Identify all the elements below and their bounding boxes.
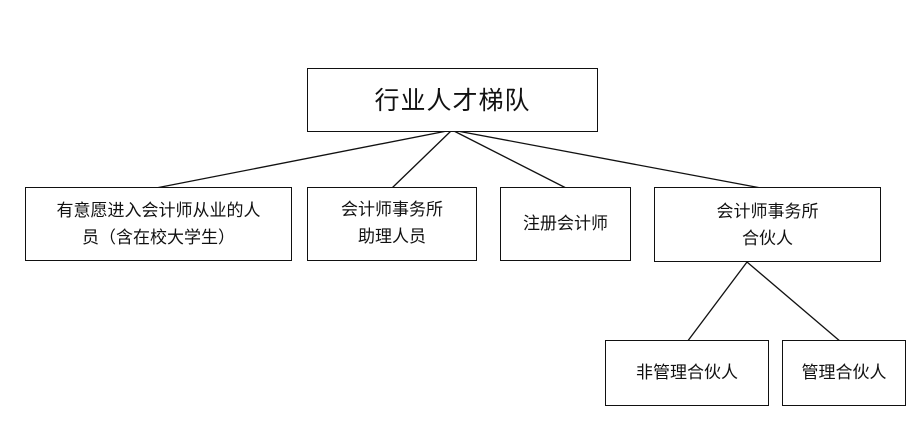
- node-cpa: 注册会计师: [500, 187, 631, 261]
- connector-root-partner: [451, 129, 762, 189]
- node-non-managing-partner: 非管理合伙人: [605, 340, 769, 406]
- node-partner: 会计师事务所 合伙人: [654, 187, 881, 262]
- node-managing-partner: 管理合伙人: [782, 340, 906, 406]
- connector-root-assistants: [391, 129, 453, 189]
- node-aspirants: 有意愿进入会计师从业的人 员（含在校大学生）: [25, 187, 292, 261]
- connector-root-cpa: [451, 129, 567, 189]
- node-managing-partner-label: 管理合伙人: [801, 362, 887, 383]
- node-assistants: 会计师事务所 助理人员: [307, 187, 477, 261]
- node-assistants-label: 会计师事务所 助理人员: [341, 200, 443, 247]
- node-partner-label: 会计师事务所 合伙人: [716, 201, 819, 249]
- node-cpa-label: 注册会计师: [523, 213, 608, 234]
- root-node-label: 行业人才梯队: [374, 85, 531, 115]
- connector-root-aspirants: [155, 129, 453, 189]
- connector-partner-managing: [746, 261, 842, 343]
- node-non-managing-partner-label: 非管理合伙人: [636, 362, 738, 383]
- node-aspirants-label: 有意愿进入会计师从业的人 员（含在校大学生）: [56, 201, 261, 248]
- connector-partner-non-managing: [686, 261, 748, 343]
- root-node: 行业人才梯队: [307, 68, 598, 132]
